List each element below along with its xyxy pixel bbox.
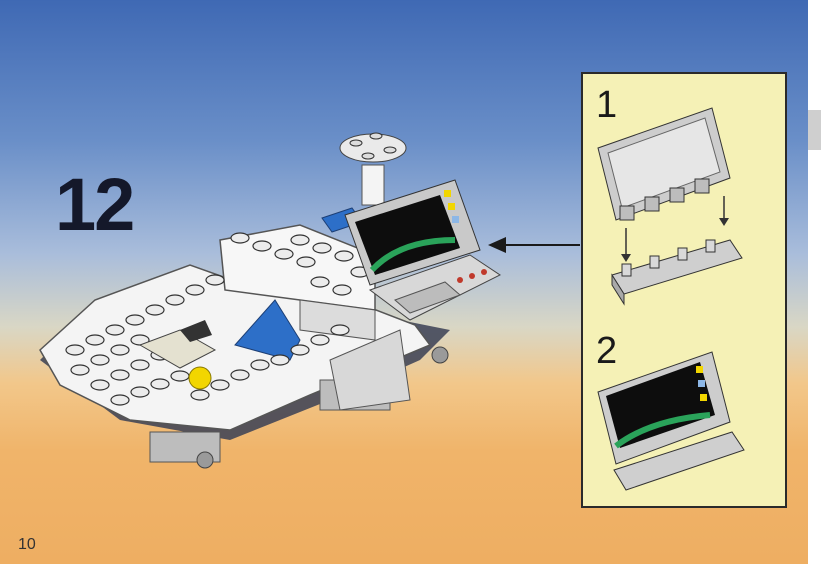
raised-block-side — [299, 299, 376, 341]
gear-knob — [431, 346, 449, 364]
assembled-screen-display — [606, 362, 715, 448]
step-number: 12 — [55, 163, 135, 246]
antenna-post — [361, 164, 385, 206]
engine-block — [329, 329, 411, 411]
screen-frame-clips — [619, 178, 710, 221]
gear-knob — [196, 451, 214, 469]
substep-label-1: 1 — [596, 84, 618, 126]
page-number: 10 — [18, 536, 36, 553]
callout-arrow — [488, 237, 580, 253]
screen-frame-glass — [607, 117, 721, 209]
control-screen-display — [355, 195, 460, 275]
yellow-piece — [188, 366, 212, 390]
blue-wedge — [234, 299, 301, 361]
cockpit-lever — [180, 320, 212, 342]
control-screen-planet — [369, 237, 456, 273]
spaceship-model-illustration — [39, 132, 501, 469]
arrow-left-icon — [488, 237, 506, 253]
page-edge-mark — [808, 110, 821, 150]
substep-label-2: 2 — [596, 330, 618, 372]
assembled-hinge-plate — [613, 431, 745, 491]
console-keys — [394, 281, 461, 314]
